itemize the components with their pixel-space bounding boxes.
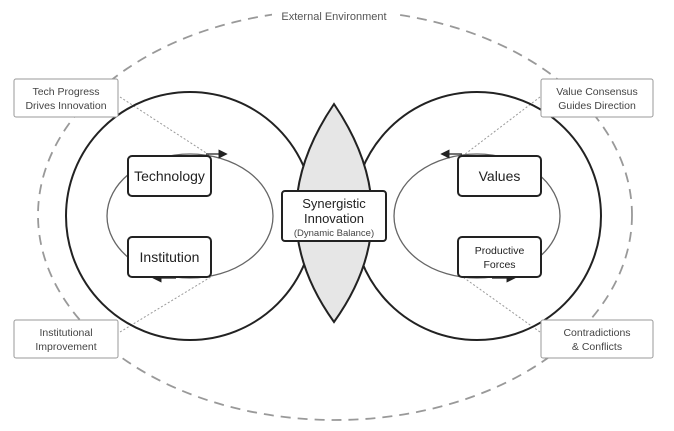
institution-label: Institution bbox=[140, 249, 200, 265]
center-title-line2: Innovation bbox=[304, 211, 364, 226]
callout-bottom-right-line2: & Conflicts bbox=[572, 341, 622, 353]
institution-box bbox=[127, 236, 212, 278]
synergistic-innovation-box bbox=[281, 190, 387, 242]
center-subtitle: (Dynamic Balance) bbox=[294, 228, 374, 239]
callout-bottom-left bbox=[13, 319, 119, 359]
environment-label: External Environment bbox=[281, 11, 386, 23]
callout-top-left bbox=[13, 78, 119, 118]
leader-line-bottom-right bbox=[459, 274, 541, 333]
values-label: Values bbox=[479, 168, 521, 184]
callout-top-left-line1: Tech Progress bbox=[32, 86, 99, 98]
callout-bottom-left-line2: Improvement bbox=[35, 341, 96, 353]
technology-label: Technology bbox=[134, 168, 205, 184]
center-title-line1: Synergistic bbox=[302, 196, 366, 211]
leader-line-top-right bbox=[459, 96, 541, 159]
callout-bottom-right bbox=[540, 319, 654, 359]
leader-line-top-left bbox=[119, 96, 215, 159]
productive-forces-label-line2: Forces bbox=[483, 259, 515, 271]
callout-top-right-line2: Guides Direction bbox=[558, 100, 636, 112]
leader-line-bottom-left bbox=[119, 274, 215, 333]
left-circle bbox=[65, 91, 315, 341]
callout-top-right bbox=[540, 78, 654, 118]
callout-top-right-line1: Value Consensus bbox=[556, 86, 638, 98]
callout-bottom-left-line1: Institutional bbox=[39, 327, 92, 339]
right-circle bbox=[352, 91, 602, 341]
productive-forces-label-line1: Productive bbox=[475, 245, 525, 257]
productive-forces-box bbox=[457, 236, 542, 278]
callout-bottom-right-line1: Contradictions bbox=[563, 327, 630, 339]
environment-label-bg bbox=[272, 8, 396, 24]
technology-box bbox=[127, 155, 212, 197]
callout-top-left-line2: Drives Innovation bbox=[25, 100, 106, 112]
values-box bbox=[457, 155, 542, 197]
